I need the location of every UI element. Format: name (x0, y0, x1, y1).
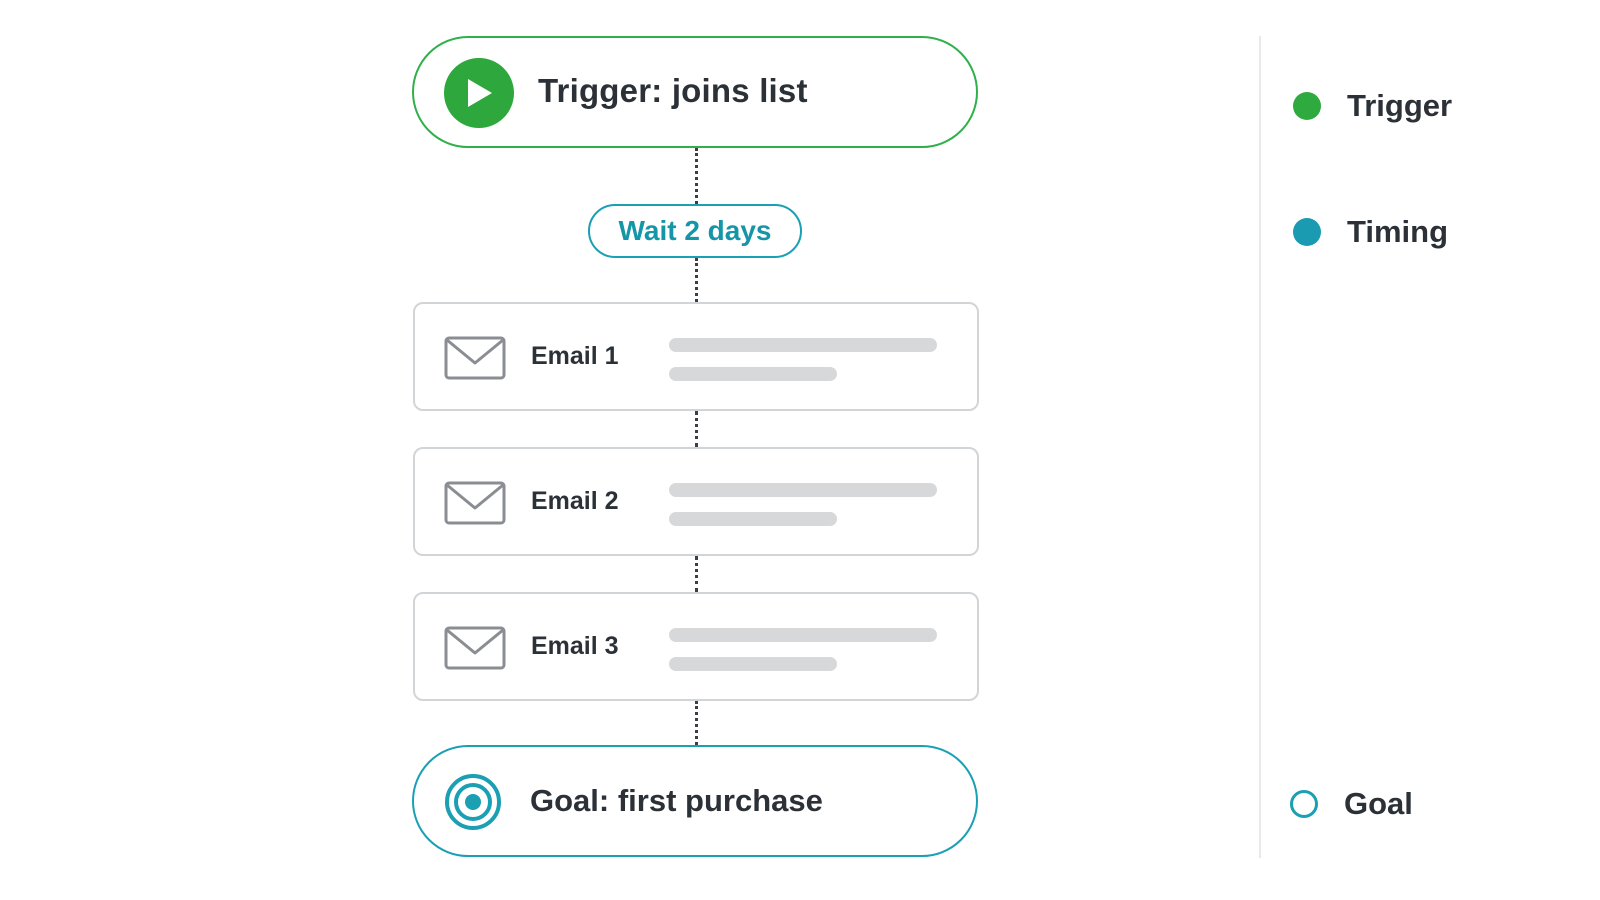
goal-node[interactable]: Goal: first purchase (412, 745, 978, 857)
envelope-icon (444, 336, 506, 380)
play-icon (444, 58, 514, 128)
timing-dot-icon (1293, 218, 1321, 246)
placeholder-line (669, 367, 837, 381)
target-icon (445, 774, 501, 830)
placeholder-line (669, 657, 837, 671)
legend-divider (1259, 36, 1261, 858)
email-label: Email 3 (531, 632, 619, 660)
legend-item-timing: Timing (1293, 214, 1448, 250)
email-label: Email 2 (531, 487, 619, 515)
email-card-3[interactable]: Email 3 (413, 592, 979, 701)
wait-label: Wait 2 days (618, 215, 772, 246)
placeholder-line (669, 628, 937, 642)
legend-item-goal: Goal (1290, 786, 1413, 822)
wait-node[interactable]: Wait 2 days (588, 204, 802, 258)
placeholder-line (669, 483, 937, 497)
connector-wait-email1 (695, 258, 698, 302)
goal-label: Goal: first purchase (530, 783, 823, 818)
connector-email3-goal (695, 701, 698, 745)
placeholder-line (669, 338, 937, 352)
envelope-icon (444, 626, 506, 670)
legend-label: Trigger (1347, 88, 1453, 123)
goal-ring-icon (1290, 790, 1318, 818)
trigger-label: Trigger: joins list (538, 72, 808, 109)
email-label: Email 1 (531, 342, 619, 370)
connector-trigger-wait (695, 148, 698, 204)
legend-label: Timing (1347, 214, 1449, 249)
placeholder-line (669, 512, 837, 526)
email-card-1[interactable]: Email 1 (413, 302, 979, 411)
envelope-icon (444, 481, 506, 525)
connector-email2-email3 (695, 556, 698, 592)
legend-label: Goal (1344, 786, 1413, 821)
trigger-dot-icon (1293, 92, 1321, 120)
connector-email1-email2 (695, 411, 698, 447)
trigger-node[interactable]: Trigger: joins list (412, 36, 978, 148)
email-card-2[interactable]: Email 2 (413, 447, 979, 556)
legend-item-trigger: Trigger (1293, 88, 1452, 124)
